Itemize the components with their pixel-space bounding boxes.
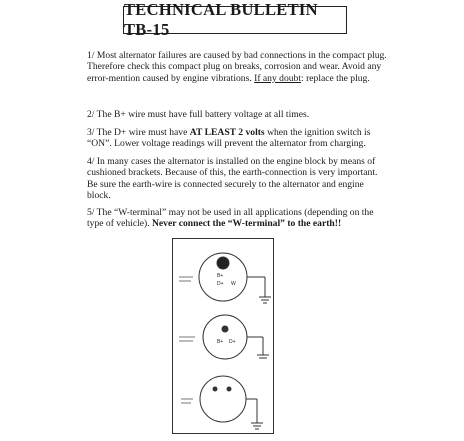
alternator-top-pulley-icon xyxy=(216,256,230,270)
wiring-diagram: B+ D+ W B+ D+ xyxy=(172,238,274,434)
item-5: 5/ The “W-terminal” may not be used in a… xyxy=(87,207,387,230)
item-3-text-b: when the ignition switch is “ON”. Lower … xyxy=(87,127,371,150)
alternator-bottom-icon xyxy=(199,375,247,423)
top-terminal-3: W xyxy=(231,281,236,287)
item-4: 4/ In many cases the alternator is insta… xyxy=(87,156,387,201)
item-1: 1/ Most alternator failures are caused b… xyxy=(87,50,387,84)
top-terminal-1: B+ xyxy=(217,273,223,279)
item-2: 2/ The B+ wire must have full battery vo… xyxy=(87,109,387,120)
top-terminal-2: D+ xyxy=(217,281,224,287)
middle-terminal-1: B+ xyxy=(217,339,223,345)
item-1-text: 1/ Most alternator failures are caused b… xyxy=(87,50,387,84)
item-5-text: 5/ The “W-terminal” may not be used in a… xyxy=(87,207,374,230)
item-1-doubt-label: If any doubt xyxy=(254,72,302,84)
item-3: 3/ The D+ wire must have AT LEAST 2 volt… xyxy=(87,127,387,150)
item-2-text: 2/ The B+ wire must have full battery vo… xyxy=(87,109,310,120)
item-3-text-a: 3/ The D+ wire must have xyxy=(87,127,190,138)
alternator-middle-icon xyxy=(202,314,248,360)
item-4-text: 4/ In many cases the alternator is insta… xyxy=(87,156,378,201)
bulletin-title-text: TECHNICAL BULLETIN TB-15 xyxy=(124,0,318,39)
middle-terminal-2: D+ xyxy=(229,339,236,345)
item-5-text-bold: Never connect the “W-terminal” to the ea… xyxy=(152,218,342,230)
item-3-text-bold: AT LEAST 2 volts xyxy=(189,127,265,138)
wiring-diagram-svg: B+ D+ W B+ D+ xyxy=(179,252,271,430)
item-1-doubt-tail: : replace the plug. xyxy=(301,72,370,84)
bulletin-title: TECHNICAL BULLETIN TB-15 xyxy=(123,0,347,39)
